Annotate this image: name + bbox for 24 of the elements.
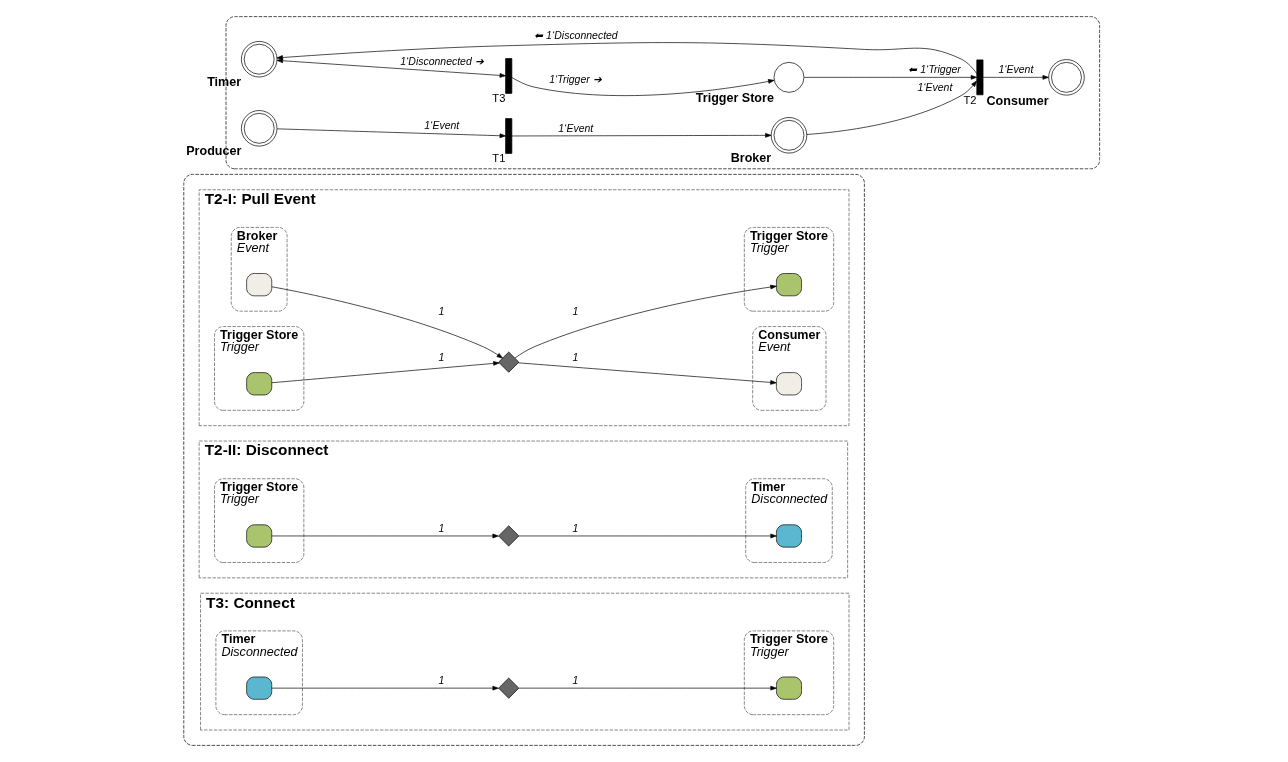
edge-label: 1‘Trigger ➔	[548, 73, 602, 85]
node-label: T1	[491, 152, 505, 165]
node-label: T3	[491, 92, 505, 105]
node-label: Consumer	[986, 93, 1049, 108]
node-label: T2	[963, 93, 977, 106]
edge-label: 1‘Event	[557, 122, 593, 134]
edge-label: ⬅ 1‘Disconnected	[533, 29, 618, 41]
edge-label: 1	[572, 674, 578, 686]
edge-label: 1‘Event	[423, 120, 459, 132]
edge-label: 1	[438, 674, 444, 686]
node-label: Timer	[206, 75, 241, 90]
edge-label: ⬅ 1‘Trigger	[907, 64, 961, 76]
edge-label: 1	[438, 305, 444, 317]
edge-label: 1‘Event	[916, 82, 952, 94]
node-label: Trigger Store	[695, 90, 774, 105]
edge-label: 1	[572, 306, 578, 318]
edge-label: 1	[572, 522, 578, 534]
node-label: Broker	[730, 151, 771, 166]
edge-label: 1	[438, 522, 444, 534]
edge-label: 1	[572, 351, 578, 363]
edge-label: 1‘Disconnected ➔	[399, 56, 484, 68]
node-label: Producer	[185, 144, 241, 159]
edge-label: 1‘Event	[997, 64, 1033, 76]
edge-label: 1	[438, 351, 444, 363]
